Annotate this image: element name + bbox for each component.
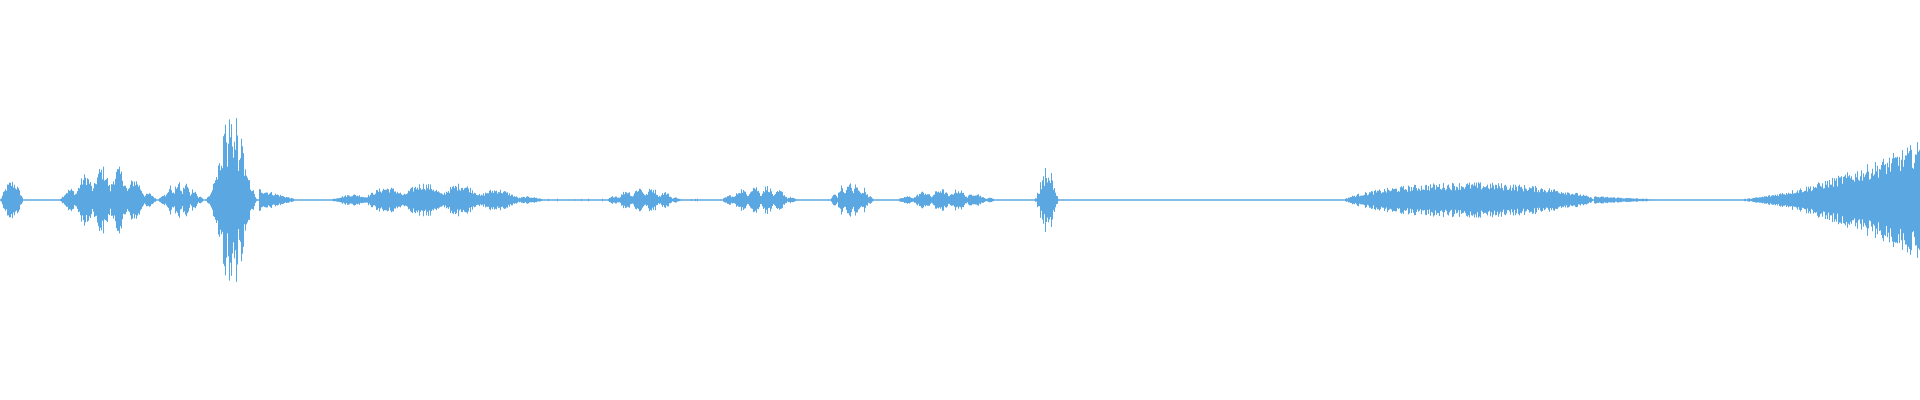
waveform-bars (0, 118, 1920, 282)
